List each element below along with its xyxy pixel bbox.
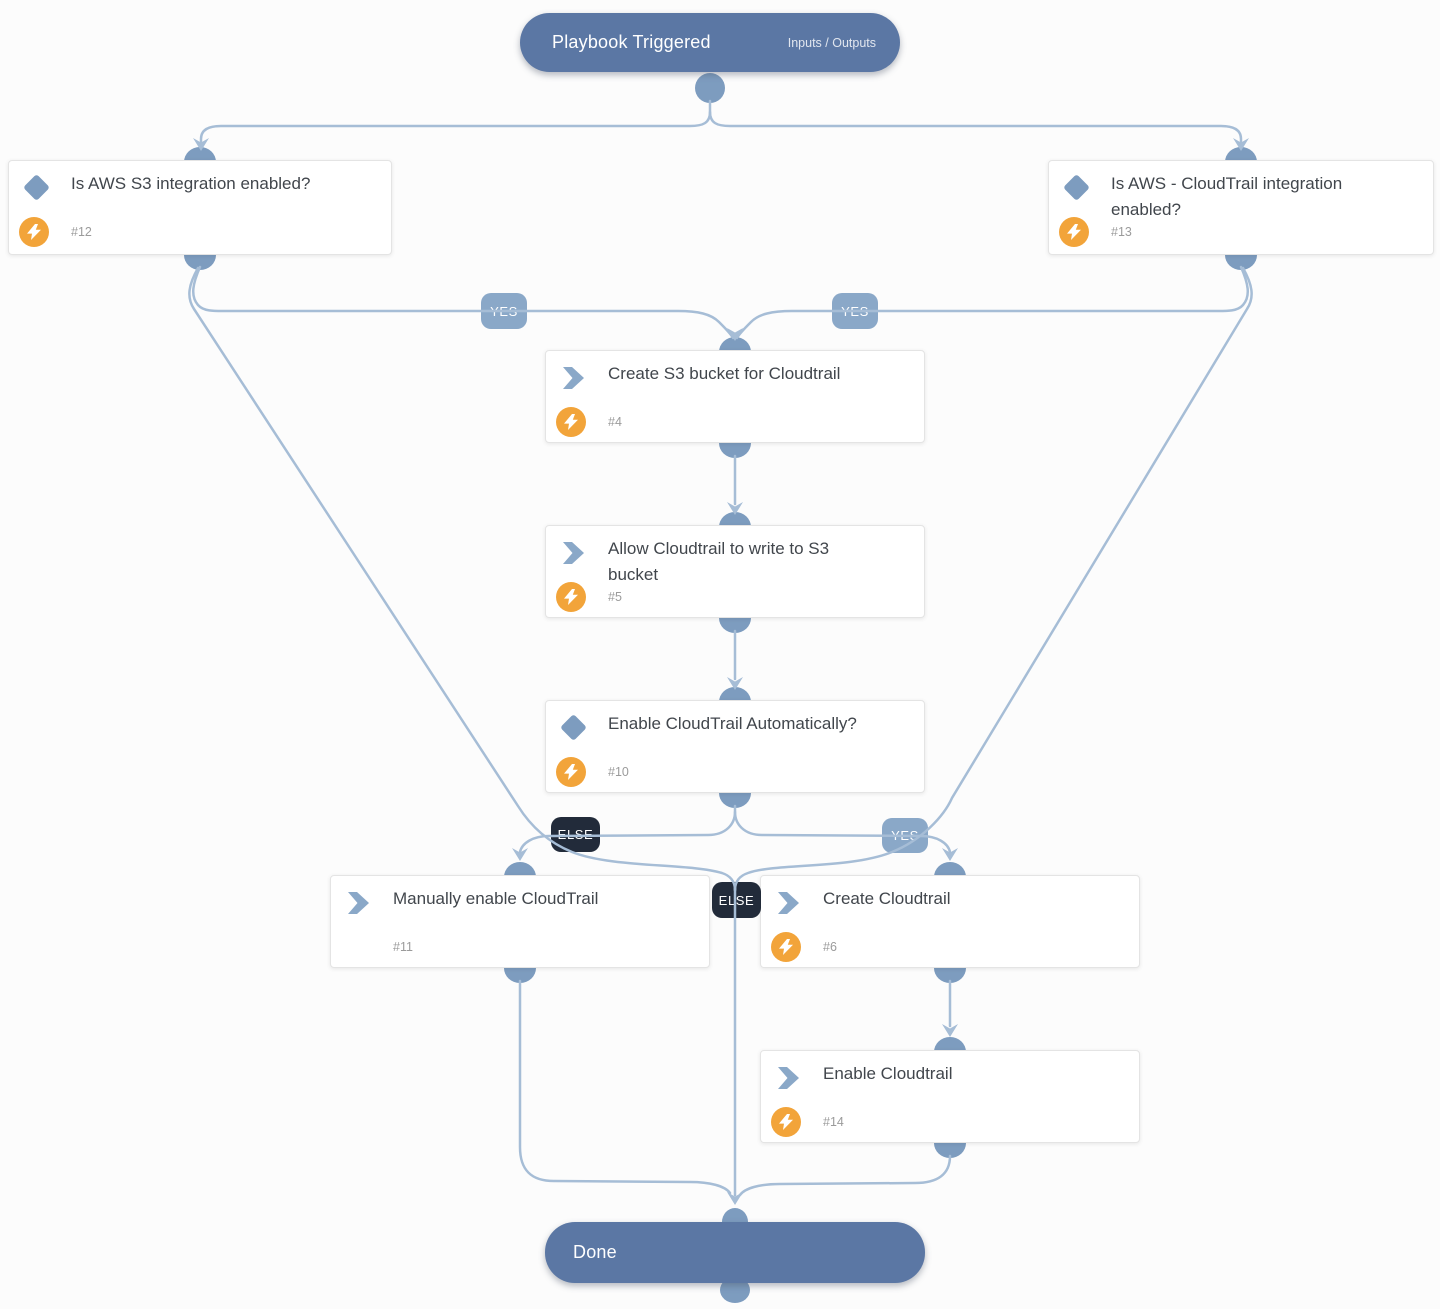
automation-bolt-icon — [19, 217, 49, 247]
task-id: #10 — [608, 765, 629, 779]
task-title: Enable CloudTrail Automatically? — [608, 714, 857, 733]
edge-task14-to-done — [738, 1154, 952, 1197]
task-title: Is AWS S3 integration enabled? — [71, 174, 311, 193]
task-card-create-cloudtrail[interactable]: Create Cloudtrail #6 — [760, 875, 1140, 968]
edge-arrowhead — [727, 502, 743, 515]
automation-bolt-icon — [556, 582, 586, 612]
condition-card-enable-cloudtrail-automatically[interactable]: Enable CloudTrail Automatically? #10 — [545, 700, 925, 793]
yes-label-badge: YES — [481, 293, 527, 329]
edge-arrowhead — [727, 677, 743, 690]
task-id: #4 — [608, 415, 622, 429]
task-title: Enable Cloudtrail — [823, 1064, 953, 1083]
task-chevron-icon — [775, 890, 801, 916]
edge-arrowhead — [512, 848, 528, 861]
automation-bolt-icon — [771, 1107, 801, 1137]
automation-bolt-icon — [556, 757, 586, 787]
automation-bolt-icon — [1059, 217, 1089, 247]
task-title: Create S3 bucket for Cloudtrail — [608, 364, 841, 383]
yes-label-badge: YES — [832, 293, 878, 329]
automation-bolt-icon — [771, 932, 801, 962]
task-id: #5 — [608, 590, 622, 604]
task-title: Allow Cloudtrail to write to S3 bucket — [608, 539, 830, 584]
task-card-create-s3-bucket[interactable]: Create S3 bucket for Cloudtrail #4 — [545, 350, 925, 443]
playbook-done-node[interactable]: Done — [545, 1222, 925, 1283]
edge-arrowhead — [727, 328, 743, 341]
task-card-manually-enable-cloudtrail[interactable]: Manually enable CloudTrail #11 — [330, 875, 710, 968]
task-id: #14 — [823, 1115, 844, 1129]
edge-cond13-yes-to-task4 — [735, 265, 1249, 340]
task-title: Is AWS - CloudTrail integration enabled? — [1111, 174, 1343, 219]
condition-card-is-aws-cloudtrail-integration-enabled[interactable]: Is AWS - CloudTrail integration enabled?… — [1048, 160, 1434, 255]
edge-arrowhead — [1233, 138, 1249, 151]
edge-trigger-to-cond12 — [199, 99, 712, 147]
condition-diamond-icon — [1063, 174, 1090, 201]
task-id: #12 — [71, 225, 92, 239]
task-chevron-icon — [775, 1065, 801, 1091]
task-chevron-icon — [560, 540, 586, 566]
condition-diamond-icon — [560, 714, 587, 741]
else-label-badge: ELSE — [712, 882, 761, 918]
done-title: Done — [573, 1242, 617, 1262]
edge-arrowhead — [193, 138, 209, 151]
edge-trigger-to-cond13 — [708, 110, 1243, 147]
inputs-outputs-link[interactable]: Inputs / Outputs — [787, 35, 876, 50]
else-label-badge: ELSE — [551, 817, 600, 852]
playbook-trigger-node[interactable]: Playbook Triggered Inputs / Outputs — [520, 13, 900, 72]
connector-node[interactable] — [695, 73, 725, 103]
trigger-title: Playbook Triggered — [552, 32, 711, 52]
automation-bolt-icon — [556, 407, 586, 437]
task-id: #13 — [1111, 225, 1132, 239]
edge-task11-to-done — [518, 979, 732, 1195]
task-id: #6 — [823, 940, 837, 954]
task-chevron-icon — [345, 890, 371, 916]
task-id: #11 — [393, 940, 413, 954]
task-card-enable-cloudtrail[interactable]: Enable Cloudtrail #14 — [760, 1050, 1140, 1143]
task-title: Manually enable CloudTrail — [393, 889, 599, 908]
task-card-allow-cloudtrail-write[interactable]: Allow Cloudtrail to write to S3 bucket #… — [545, 525, 925, 618]
condition-diamond-icon — [23, 174, 50, 201]
edge-cond12-yes-to-task4 — [192, 265, 735, 340]
task-title: Create Cloudtrail — [823, 889, 951, 908]
edge-arrowhead — [727, 1192, 743, 1205]
edge-arrowhead — [942, 848, 958, 861]
task-chevron-icon — [560, 365, 586, 391]
yes-label-badge: YES — [882, 818, 928, 853]
edge-arrowhead — [942, 1024, 958, 1037]
condition-card-is-aws-s3-integration-enabled[interactable]: Is AWS S3 integration enabled? #12 — [8, 160, 392, 255]
